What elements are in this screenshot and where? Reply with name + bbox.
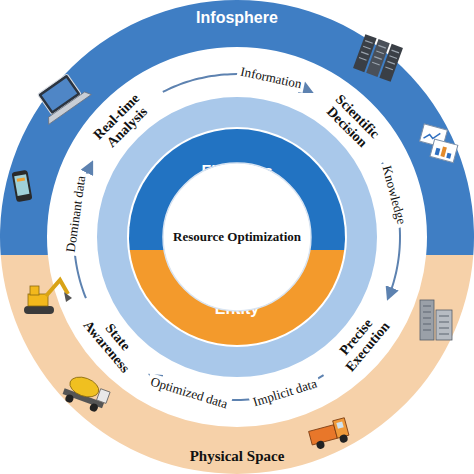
data-flow-label: Information xyxy=(236,63,306,93)
sphere-band-fill xyxy=(1,255,474,474)
core-disc xyxy=(163,163,311,311)
node-text: Physical Space xyxy=(190,448,285,465)
data-flow-label: Implicit data xyxy=(248,375,322,411)
data-flow-label: Dominant data xyxy=(62,172,89,256)
data-flow-label: Knowledge xyxy=(378,161,411,229)
data-flow-label: Optimized data xyxy=(146,373,233,413)
icon-group xyxy=(24,280,452,451)
inner-ring xyxy=(112,112,362,362)
half-disk-fill xyxy=(130,250,344,345)
node-text: Infosphere xyxy=(196,9,278,27)
core-circle: Resource Optimization xyxy=(163,163,311,311)
node-text: Resource Optimization xyxy=(173,230,301,245)
